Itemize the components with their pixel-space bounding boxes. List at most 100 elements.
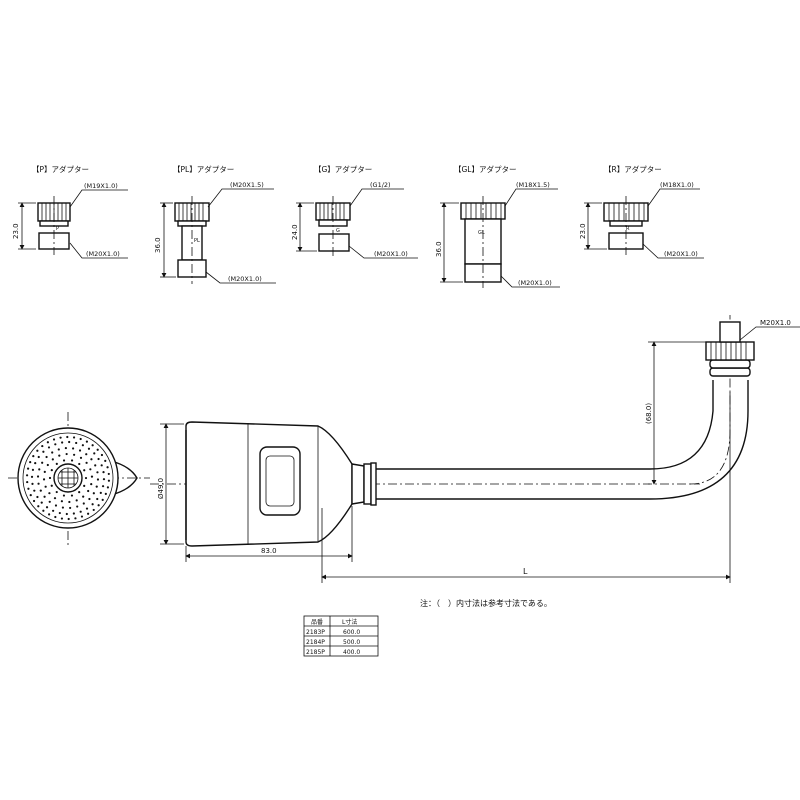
nozzle-dot <box>78 449 82 452</box>
shower-side-view: M20X1.0 Ø49.0 83.0 L (68.0) <box>150 315 800 583</box>
nozzle-dot <box>94 464 97 467</box>
adapter-gl: 【GL】アダプター GL 36.0 (M18X1.5) (M20X1.0) <box>435 164 560 288</box>
nozzle-dot <box>74 517 77 520</box>
adapter-r-title: 【R】アダプター <box>604 164 662 174</box>
nozzle-dot <box>36 475 40 478</box>
nozzle-dot <box>52 509 55 512</box>
nozzle-dot <box>106 486 110 489</box>
nozzle-dot <box>34 462 37 465</box>
nozzle-dot <box>96 471 99 474</box>
nozzle-dot <box>55 490 58 494</box>
nozzle-dot <box>41 461 44 464</box>
nozzle-dot <box>70 459 74 462</box>
nozzle-dot <box>75 441 78 445</box>
nozzle-dot <box>45 506 49 509</box>
nozzle-dot <box>101 498 104 501</box>
nozzle-dot <box>95 485 98 488</box>
nozzle-dot <box>102 471 105 474</box>
table-cell: 600.0 <box>343 629 360 636</box>
nozzle-dot <box>55 462 58 465</box>
nozzle-dot <box>45 455 48 459</box>
nozzle-dot <box>67 517 70 521</box>
nozzle-dot <box>80 515 84 518</box>
adapter-gl-knurl <box>465 203 502 219</box>
nozzle-dot <box>41 444 44 448</box>
nozzle-dot <box>36 495 39 499</box>
nozzle-dot <box>27 487 30 490</box>
adapter-r-height: 23.0 <box>579 223 587 239</box>
adapter-g-height: 24.0 <box>291 224 299 240</box>
riser-height-dimension: (68.0) <box>645 403 653 424</box>
nozzle-dot <box>85 461 88 464</box>
table-cell: 2183P <box>306 629 325 636</box>
adapter-r-mark: R <box>626 226 630 232</box>
nozzle-dot <box>87 512 90 515</box>
nozzle-dot <box>99 491 102 494</box>
nozzle-dot <box>48 513 51 516</box>
nozzle-dot <box>90 483 93 486</box>
adapter-pl-thread-top: (M20X1.5) <box>230 181 264 189</box>
table-cell: 2184P <box>306 639 325 646</box>
adapter-r-knurl <box>608 203 645 221</box>
adapter-p: 【P】アダプター P 23.0 (M19X1.0) (M20X1.0) <box>12 164 128 259</box>
nozzle-dot <box>78 462 81 466</box>
nozzle-dot <box>33 489 36 492</box>
nozzle-dot <box>85 453 88 456</box>
nozzle-dot <box>42 450 45 453</box>
nozzle-dot <box>52 438 56 441</box>
nozzle-dot <box>91 503 94 506</box>
nozzle-dot <box>89 468 92 471</box>
shower-head-button <box>259 446 301 516</box>
adapter-g-title: 【G】アダプター <box>314 164 372 174</box>
nozzle-dot <box>82 502 85 505</box>
nozzle-dot <box>76 505 79 508</box>
nozzle-dot <box>57 448 60 451</box>
nozzle-dot <box>30 475 34 478</box>
head-diameter-dimension: Ø49.0 <box>157 478 165 499</box>
nozzle-dot <box>58 511 61 515</box>
nozzle-dot <box>61 506 64 509</box>
adapter-pl-height: 36.0 <box>154 237 162 253</box>
nozzle-dot <box>46 463 49 467</box>
nozzle-dot <box>79 456 83 459</box>
nozzle-dot <box>36 449 39 452</box>
adapter-pl: 【PL】アダプター PL 36.0 (M20X1.5) (M20X1.0) <box>154 164 276 284</box>
nozzle-dot <box>50 484 53 487</box>
nozzle-dot <box>47 446 51 449</box>
nozzle-dot <box>87 447 91 450</box>
adapter-p-mark: P <box>56 226 59 232</box>
nozzle-dot <box>85 507 89 510</box>
nozzle-dot <box>69 506 72 510</box>
nozzle-dot <box>39 489 42 492</box>
nozzle-dot <box>64 446 67 450</box>
adapter-gl-thread-top: (M18X1.5) <box>516 181 550 189</box>
nozzle-dot <box>100 453 104 457</box>
adapter-pl-knurl <box>178 203 204 221</box>
adapter-r: 【R】アダプター R 23.0 (M18X1.0) (M20X1.0) <box>579 164 704 259</box>
adapter-gl-title: 【GL】アダプター <box>454 164 517 174</box>
adapter-p-knurl <box>41 203 67 221</box>
length-dimension: L <box>523 567 528 576</box>
shower-neck <box>351 463 365 505</box>
nozzle-dot <box>31 468 35 471</box>
shower-ring-1 <box>363 463 372 505</box>
nozzle-dot <box>106 466 109 469</box>
nozzle-dot <box>96 448 99 451</box>
nozzle-dot <box>93 452 96 455</box>
nozzle-dot <box>50 469 53 472</box>
nozzle-dot <box>79 437 82 441</box>
nozzle-dot <box>65 452 68 456</box>
nozzle-dot <box>38 468 41 471</box>
nozzle-dot <box>70 494 74 497</box>
nozzle-dot <box>62 459 66 462</box>
nozzle-dot <box>68 500 71 504</box>
nozzle-dot <box>97 504 100 507</box>
nozzle-dot <box>102 478 106 481</box>
nozzle-dot <box>25 474 29 477</box>
adapter-g-thread-bottom: (M20X1.0) <box>374 250 408 258</box>
nozzle-dot <box>60 517 64 520</box>
adapter-g-knurl <box>319 203 345 220</box>
nozzle-dot <box>42 478 46 481</box>
nozzle-dot <box>104 492 107 495</box>
